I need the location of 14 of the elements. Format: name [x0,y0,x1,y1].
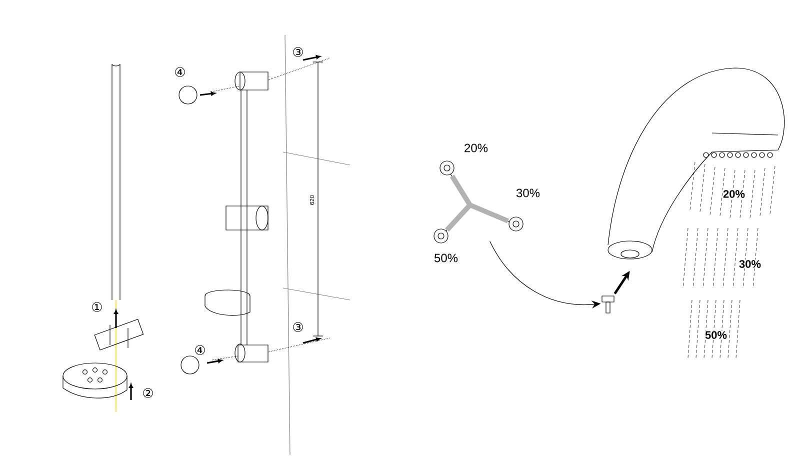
percent-label: 20% [722,190,746,198]
shower-head-drawing [608,68,785,358]
percent-label: 30% [738,260,762,268]
callout-number: ④ [194,344,206,356]
percent-label: 50% [434,253,459,263]
flow-plug-drawing [602,296,614,314]
percent-label: 30% [516,188,541,198]
callout-number: ② [142,388,154,398]
callout-number: ① [90,302,104,312]
percent-label: 50% [704,330,728,340]
percent-label: 20% [464,143,489,153]
callout-number: ④ [174,66,186,78]
callout-number: ③ [292,322,304,332]
callout-number: ③ [292,46,304,58]
